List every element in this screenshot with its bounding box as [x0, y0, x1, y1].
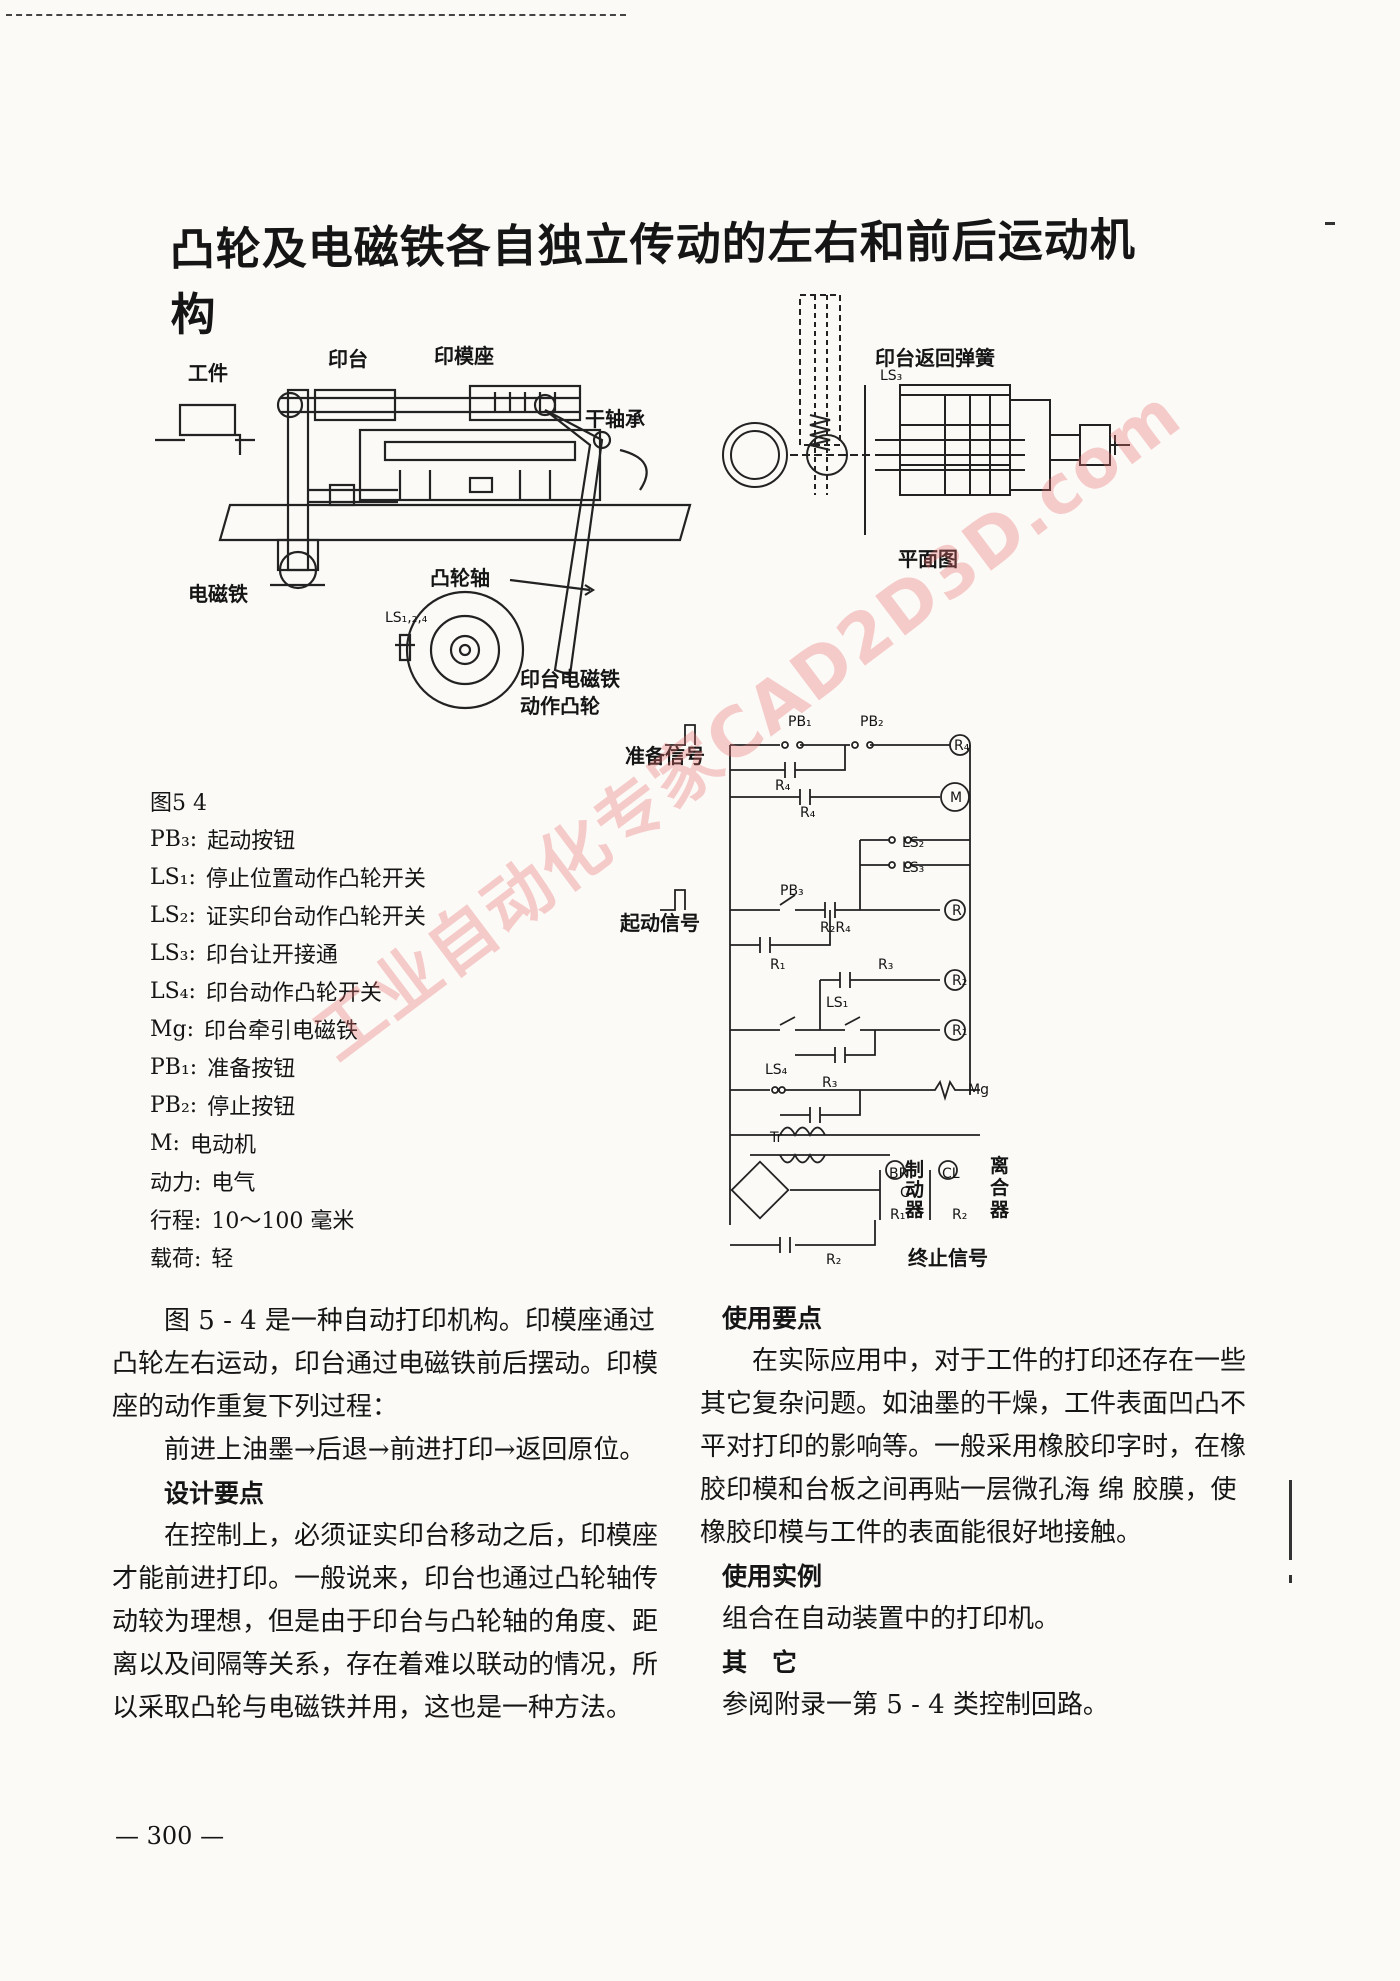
intro-paragraph: 图 5 - 4 是一种自动打印机构。印模座通过凸轮左右运动，印台通过电磁铁前后摆…	[112, 1306, 659, 1422]
cam-linkage	[544, 409, 604, 677]
usage-points-heading: 使用要点	[722, 1304, 823, 1333]
label-cam-shaft: 凸轮轴	[430, 566, 490, 590]
legend-item: PB₁:准备按钮	[150, 1054, 296, 1083]
coil-r1	[944, 1019, 966, 1041]
cam-disc	[405, 590, 525, 710]
label-cam-line1: 印台电磁铁	[520, 667, 620, 691]
legend-item: LS₄:印台动作凸轮开关	[150, 978, 382, 1007]
motor-symbol	[940, 782, 970, 812]
label-r3-mg: R₃	[822, 1075, 838, 1091]
other-paragraph: 参阅附录一第 5 - 4 类控制回路。	[722, 1690, 1109, 1720]
label-brake: 制动器	[905, 1159, 925, 1221]
legend-item: 载荷:轻	[150, 1247, 234, 1272]
mechanism-diagram	[155, 384, 692, 710]
label-pb1: PB₁	[788, 714, 812, 730]
legend-item: Mg:印台牵引电磁铁	[150, 1016, 359, 1045]
label-coil-r2: R₂	[952, 973, 968, 989]
page-number: — 300 —	[115, 1822, 225, 1850]
label-print-table: 印台	[328, 347, 368, 371]
label-ls3-plan: LS₃	[880, 368, 903, 384]
coil-r2	[944, 969, 966, 991]
left-text-column: 图 5 - 4 是一种自动打印机构。印模座通过凸轮左右运动，印台通过电磁铁前后摆…	[112, 1300, 672, 1730]
label-r2-bridge: R₂	[952, 1207, 968, 1223]
label-r1: R₁	[770, 957, 786, 973]
design-points-paragraph: 在控制上，必须证实印台移动之后，印模座才能前进打印。一般说来，印台也通过凸轮轴传…	[112, 1521, 659, 1723]
rectifier-bridge	[730, 1160, 790, 1220]
control-circuit-diagram	[660, 724, 980, 1253]
label-ls4: LS₄	[765, 1062, 788, 1078]
design-points-heading: 设计要点	[164, 1479, 265, 1508]
usage-points-paragraph: 在实际应用中，对于工件的打印还存在一些其它复杂问题。如油墨的干燥，工件表面凹凸不…	[700, 1346, 1247, 1548]
label-pb2: PB₂	[860, 714, 884, 730]
plan-cam-circle	[722, 422, 788, 488]
label-plan-view: 平面图	[898, 547, 958, 571]
workpiece-shape	[178, 403, 242, 455]
legend-item: 动力:电气	[150, 1171, 256, 1196]
print-table-box	[358, 428, 602, 502]
top-dashed-rule	[6, 14, 626, 16]
clutch-symbol	[938, 1160, 958, 1180]
label-r2-stop: R₂	[826, 1252, 842, 1268]
label-clutch: 离合器	[990, 1155, 1010, 1221]
process-sequence: 前进上油墨→后退→前进打印→返回原位。	[164, 1435, 646, 1465]
label-cl: CL	[942, 1166, 960, 1182]
label-magnet: 电磁铁	[188, 582, 248, 606]
legend-item: PB₃:起动按钮	[150, 826, 296, 855]
coil-r4	[949, 734, 971, 756]
legend-item: LS₁:停止位置动作凸轮开关	[150, 864, 426, 893]
legend-item: M:电动机	[150, 1130, 256, 1159]
figure-legend: 图5 4 PB₃:起动按钮 LS₁:停止位置动作凸轮开关 LS₂:证实印台动作凸…	[150, 782, 610, 1276]
label-start-signal: 起动信号	[620, 911, 700, 935]
label-dry-bearing: 干轴承	[585, 407, 645, 431]
label-pb3: PB₃	[780, 883, 804, 899]
label-mg: Mg	[968, 1082, 989, 1098]
right-text-column: 使用要点 在实际应用中，对于工件的打印还存在一些其它复杂问题。如油墨的干燥，工件…	[700, 1297, 1260, 1727]
legend-item: LS₃:印台让开接通	[150, 940, 338, 969]
legend-item: PB₂:停止按钮	[150, 1092, 296, 1121]
margin-mark	[1325, 222, 1335, 225]
figure-number: 图5 4	[150, 791, 207, 816]
label-cam-line2: 动作凸轮	[520, 694, 600, 718]
label-ls1: LS₁	[826, 995, 849, 1011]
other-heading: 其 它	[722, 1648, 798, 1677]
die-seat-rod	[280, 396, 580, 414]
label-coil-r1: R₁	[952, 1023, 968, 1039]
legend-item: 行程:10～100 毫米	[150, 1209, 355, 1234]
label-coil-r4: R₄	[954, 738, 970, 754]
label-r4-motor: R₄	[800, 805, 816, 821]
label-r1-bridge: R₁	[890, 1207, 906, 1223]
label-ready-signal: 准备信号	[625, 744, 705, 768]
label-die-seat: 印模座	[434, 344, 494, 368]
margin-bar	[1289, 1480, 1292, 1560]
legend-item: LS₂:证实印台动作凸轮开关	[150, 902, 426, 931]
margin-bar	[1289, 1575, 1292, 1583]
label-tr: Tr	[770, 1130, 783, 1146]
label-cv: CV	[900, 1185, 920, 1201]
base-plate	[218, 503, 692, 542]
label-spring: 印台返回弹簧	[875, 346, 995, 370]
plan-spring-housing	[799, 294, 841, 446]
label-ls2: LS₂	[902, 835, 925, 851]
label-workpiece: 工件	[188, 361, 228, 385]
label-ls-cam: LS₁,₂,₄	[385, 610, 428, 626]
usage-example-heading: 使用实例	[722, 1562, 823, 1591]
label-motor: M	[950, 790, 963, 806]
label-stop-signal: 终止信号	[908, 1246, 988, 1270]
coil-r	[944, 899, 966, 921]
label-ls3: LS₃	[902, 860, 925, 876]
label-coil-r: R	[952, 903, 962, 919]
label-r3: R₃	[878, 957, 894, 973]
label-br: BR	[889, 1166, 909, 1182]
plan-view-diagram	[722, 294, 1130, 535]
usage-example-paragraph: 组合在自动装置中的打印机。	[722, 1604, 1061, 1634]
brake-symbol	[885, 1160, 905, 1180]
label-r4-contact: R₄	[775, 778, 791, 794]
label-r2r4: R₂R₄	[820, 920, 851, 936]
